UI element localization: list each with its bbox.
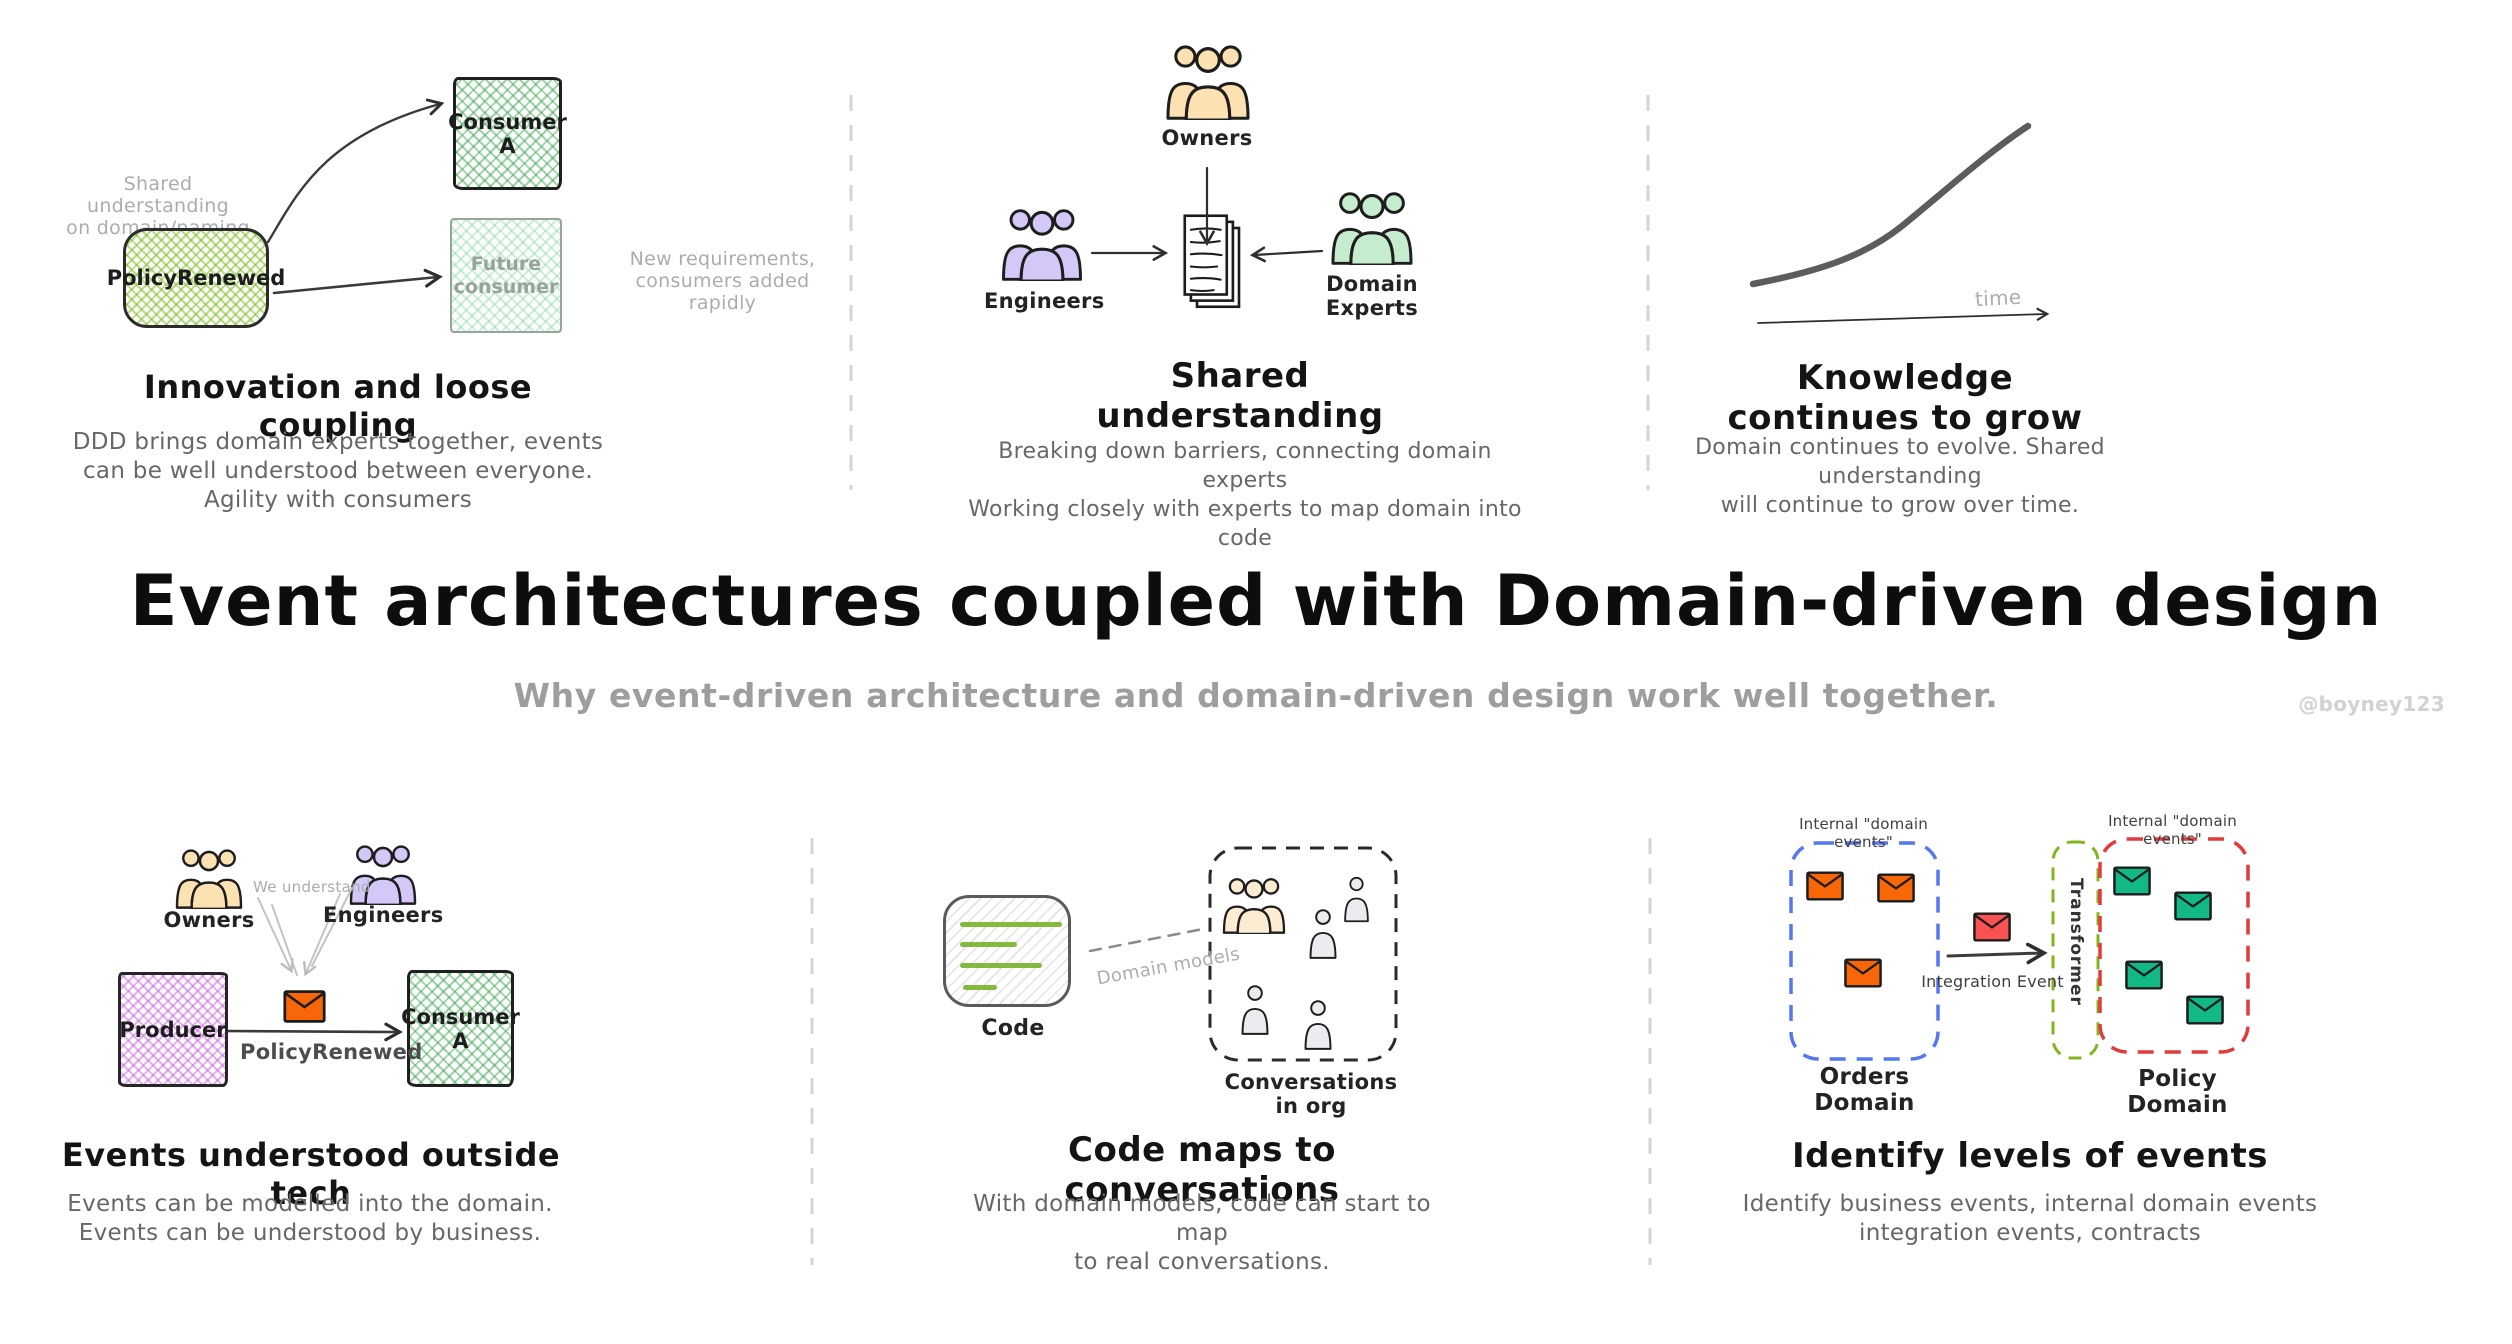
- consumer-a-box: Consumer A: [401, 970, 520, 1087]
- experts-to-doc-arrow: [1249, 246, 1324, 263]
- domain-experts-people-icon: [1331, 192, 1413, 265]
- person-icon: [1304, 1000, 1332, 1050]
- owners-label: Owners: [1161, 126, 1253, 150]
- person-icon: [1309, 909, 1337, 959]
- codemap-heading: Code maps to conversations: [1064, 1130, 1340, 1210]
- conversations-label: Conversations in org: [1224, 1070, 1398, 1118]
- levels-body: Identify business events, internal domai…: [1742, 1191, 2318, 1246]
- policy-domain-dashed-box: [2098, 837, 2250, 1054]
- code-box: [943, 895, 1071, 1007]
- policy-event-envelope-icon: [2125, 960, 2163, 990]
- outside-heading: Events understood outside tech: [61, 1136, 561, 1212]
- code-label: Code: [981, 1016, 1045, 1041]
- policyrenewed-event-label: PolicyRenewed: [240, 1040, 423, 1064]
- domain-event-envelope-icon: [1806, 871, 1844, 901]
- curved-arrow-to-consumer-a: [266, 98, 445, 244]
- orders-domain-label: Orders Domain: [1814, 1064, 1915, 1116]
- producer-box: Producer: [118, 972, 228, 1087]
- knowledge-panel-graphics: [1749, 122, 2050, 324]
- policyrenewed-event-envelope-icon: [283, 990, 326, 1023]
- arrow-to-future-consumer: [272, 268, 443, 295]
- domain-experts-label: Domain Experts: [1325, 272, 1419, 320]
- time-axis-arrow: [1757, 307, 2050, 324]
- integration-arrow: [1946, 942, 2048, 965]
- new-requirements-annotation: New requirements, consumers added rapidl…: [629, 248, 816, 314]
- codemap-body: With domain models, code can start to ma…: [973, 1191, 1431, 1275]
- owners-label: Owners: [163, 908, 255, 932]
- outside-panel-graphics: [175, 845, 417, 1042]
- consumer-a-box: Consumer A: [448, 77, 567, 190]
- transformer-label: Transformer: [2066, 878, 2086, 1006]
- shared-body: Breaking down barriers, connecting domai…: [968, 439, 1522, 551]
- future-consumer-box: Future consumer: [450, 218, 562, 333]
- outside-body: Events can be modelled into the domain. …: [67, 1191, 553, 1246]
- owners-group-icon: [1222, 878, 1286, 934]
- document-stack-icon: [1183, 214, 1241, 309]
- innovation-body: DDD brings domain experts together, even…: [72, 429, 604, 513]
- shared-panel-graphics: [1002, 45, 1413, 309]
- growth-curve: [1749, 122, 2032, 288]
- main-title: Event architectures coupled with Domain-…: [129, 560, 2383, 642]
- levels-panel-graphics: [1789, 837, 2250, 1061]
- policy-domain-label: Policy Domain: [2127, 1066, 2228, 1118]
- shared-heading: Shared understanding: [1096, 356, 1384, 436]
- policyrenewed-event-box: PolicyRenewed: [107, 228, 285, 328]
- integration-event-envelope-icon: [1973, 912, 2011, 942]
- codemap-panel-graphics: [1088, 846, 1398, 1062]
- policy-event-envelope-icon: [2174, 891, 2212, 921]
- levels-heading: Identify levels of events: [1791, 1136, 2269, 1176]
- internal-domain-events-label: Internal "domain events": [1799, 815, 1928, 851]
- domain-event-envelope-icon: [1844, 958, 1882, 988]
- policy-event-envelope-icon: [2186, 995, 2224, 1025]
- engineers-label: Engineers: [323, 903, 444, 927]
- time-axis-label: time: [1974, 284, 2022, 312]
- person-icon: [1344, 876, 1369, 923]
- integration-event-label: Integration Event: [1921, 972, 2064, 991]
- author-watermark: @boyney123: [2298, 692, 2445, 716]
- transformer-dashed-box: [2051, 840, 2100, 1060]
- policy-event-envelope-icon: [2113, 866, 2151, 896]
- owners-people-icon: [175, 849, 243, 909]
- domain-event-envelope-icon: [1877, 873, 1915, 903]
- conversations-dashed-box: [1208, 846, 1398, 1062]
- domain-models-connector: [1088, 927, 1205, 953]
- we-understand-annotation: We understand: [253, 878, 371, 896]
- innovation-panel-graphics: [266, 98, 445, 295]
- main-subtitle: Why event-driven architecture and domain…: [513, 676, 1999, 715]
- innovation-heading: Innovation and loose coupling: [143, 368, 533, 444]
- knowledge-heading: Knowledge continues to grow: [1727, 358, 2083, 438]
- person-icon: [1241, 985, 1269, 1035]
- internal-domain-events-label: Internal "domain events": [2108, 812, 2237, 848]
- producer-to-consumer-arrow: [222, 1022, 403, 1042]
- owners-people-icon: [1166, 45, 1250, 120]
- understanding-arrows: [257, 887, 353, 977]
- knowledge-body: Domain continues to evolve. Shared under…: [1695, 435, 2105, 518]
- engineers-people-icon: [1002, 209, 1082, 281]
- orders-domain-dashed-box: [1789, 841, 1940, 1061]
- panel-dividers: [810, 95, 1652, 1265]
- engineers-label: Engineers: [984, 289, 1105, 313]
